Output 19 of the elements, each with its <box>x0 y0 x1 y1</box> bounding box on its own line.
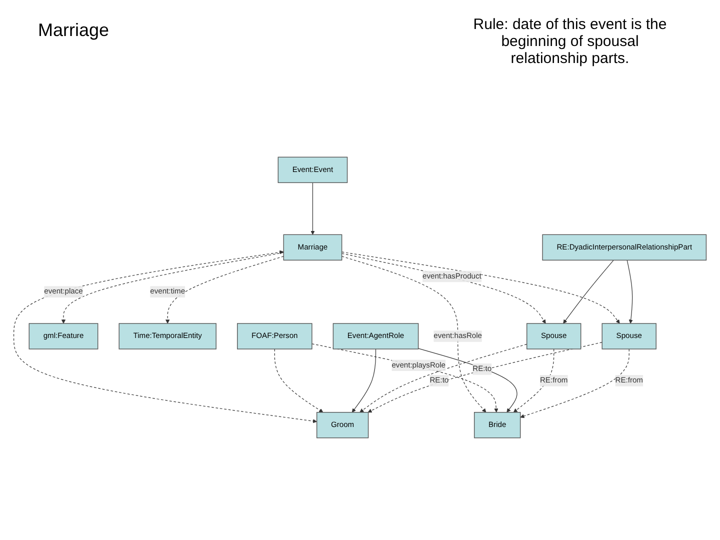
arrow <box>274 348 324 413</box>
arrow <box>61 252 284 324</box>
arrow <box>360 344 528 413</box>
arrow <box>342 256 486 413</box>
arrow <box>368 342 602 413</box>
arrow <box>310 182 315 235</box>
rule-note: Rule: date of this event is the beginning of spousal relationship parts. <box>472 16 668 67</box>
arrow <box>563 260 614 324</box>
diagram-title: Marriage <box>38 20 110 41</box>
arrow <box>352 348 376 413</box>
arrow <box>626 260 633 324</box>
arrow <box>513 348 554 413</box>
arrow <box>13 250 317 424</box>
arrow <box>520 348 630 418</box>
arrow <box>342 253 546 324</box>
arrow <box>418 348 518 413</box>
arrow <box>166 256 284 324</box>
arrow <box>312 343 498 413</box>
arrow <box>342 252 620 324</box>
